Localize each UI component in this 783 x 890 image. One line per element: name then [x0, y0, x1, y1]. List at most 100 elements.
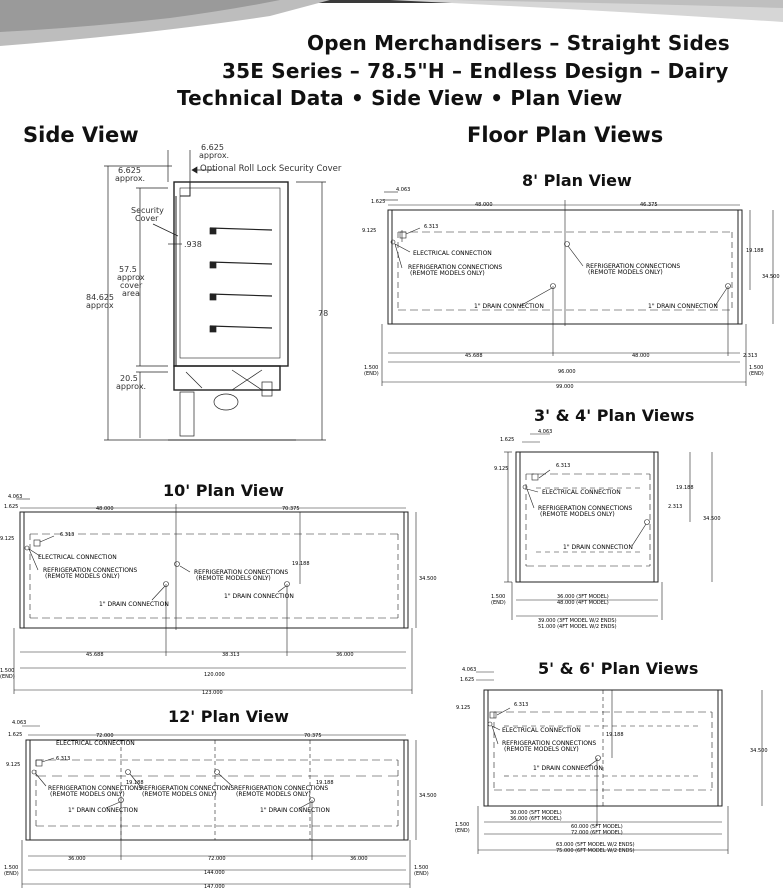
p8-1500r: 1.500 [749, 365, 763, 371]
p34-m4: 48.000 (4FT MODEL) [557, 600, 609, 606]
p8-99: 99.000 [556, 384, 574, 390]
p56-m6b: 72.000 (6FT MODEL) [571, 830, 623, 836]
p12-4063: 4.063 [12, 720, 26, 726]
p8-endl: (END) [364, 371, 379, 377]
p8-96: 96.000 [558, 369, 576, 375]
p10-345: 34.500 [419, 576, 437, 582]
p34-end: (END) [491, 600, 506, 606]
p56-6313: 6.313 [514, 702, 528, 708]
p10-refrig2: (REMOTE MODELS ONLY) [45, 573, 120, 580]
plan8-heading: 8' Plan View [522, 171, 632, 190]
p34-345: 34.500 [703, 516, 721, 522]
p10-refrig1: REFRIGERATION CONNECTIONS [43, 567, 137, 574]
plan56-diagram: 4.063 1.625 9.125 6.313 ELECTRICAL CONNE… [455, 667, 768, 854]
p12-refrig1a: REFRIGERATION CONNECTIONS [48, 785, 142, 792]
p10-1500: 1.500 [0, 668, 14, 674]
side-approx-c: approx. [116, 382, 146, 391]
p12-345: 34.500 [419, 793, 437, 799]
p10-6313: 6.313 [60, 532, 74, 538]
plan56-heading: 5' & 6' Plan Views [538, 659, 699, 678]
side-dim-6625-left: 6.625 [118, 166, 141, 175]
p12-refrig2b: (REMOTE MODELS ONLY) [142, 791, 217, 798]
p12-72b: 72.000 [208, 856, 226, 862]
p56-345: 34.500 [750, 748, 768, 754]
p12-9125: 9.125 [6, 762, 20, 768]
p12-6313: 6.313 [56, 756, 70, 762]
side-view-diagram: 6.625 approx. 6.625 approx. Optional Rol… [86, 143, 342, 441]
p10-70375: 70.375 [282, 506, 300, 512]
p12-endr: (END) [414, 871, 429, 877]
p10-38313: 38.313 [222, 652, 240, 658]
p8-refrig1b: REFRIGERATION CONNECTIONS [586, 263, 680, 270]
floor-plan-heading: Floor Plan Views [467, 123, 664, 147]
plan10-heading: 10' Plan View [163, 481, 284, 500]
p34-4063: 4.063 [538, 429, 552, 435]
side-approx-b: approx [86, 301, 114, 310]
p34-1625: 1.625 [500, 437, 514, 443]
side-approx-left: approx. [115, 174, 145, 183]
side-cover: Cover [135, 214, 159, 223]
p56-e6: 75.000 (6FT MODEL W/2 ENDS) [556, 848, 635, 854]
p8-6313: 6.313 [424, 224, 438, 230]
side-dim-78: 78 [318, 309, 328, 318]
p8-refrig2b: (REMOTE MODELS ONLY) [588, 269, 663, 276]
p34-1500: 1.500 [491, 594, 505, 600]
title-line-3: Technical Data • Side View • Plan View [177, 86, 623, 110]
p8-4063: 4.063 [396, 187, 410, 193]
p8-46375: 46.375 [640, 202, 658, 208]
side-area: area [122, 289, 140, 298]
p8-19188: 19.188 [746, 248, 764, 254]
p56-electrical: ELECTRICAL CONNECTION [502, 727, 581, 734]
p56-1625: 1.625 [460, 677, 474, 683]
p10-refrig1b: REFRIGERATION CONNECTIONS [194, 569, 288, 576]
p8-refrig2: (REMOTE MODELS ONLY) [410, 270, 485, 277]
p56-refrig2: (REMOTE MODELS ONLY) [504, 746, 579, 753]
p12-drain-b: 1" DRAIN CONNECTION [260, 807, 330, 814]
p34-drain: 1" DRAIN CONNECTION [563, 544, 633, 551]
p34-e4: 51.000 (4FT MODEL W/2 ENDS) [538, 624, 617, 630]
p34-19188: 19.188 [676, 485, 694, 491]
p12-72: 72.000 [96, 733, 114, 739]
p12-144: 144.000 [204, 870, 225, 876]
p10-36: 36.000 [336, 652, 354, 658]
side-cover-note: Optional Roll Lock Security Cover [200, 164, 342, 174]
p8-9125: 9.125 [362, 228, 376, 234]
p10-1625: 1.625 [4, 504, 18, 510]
p56-m6: 36.000 (6FT MODEL) [510, 816, 562, 822]
p12-70375: 70.375 [304, 733, 322, 739]
p10-9125: 9.125 [0, 536, 14, 542]
p10-48: 48.000 [96, 506, 114, 512]
p10-123: 123.000 [202, 690, 223, 696]
p8-drain-b: 1" DRAIN CONNECTION [648, 303, 718, 310]
p12-36a: 36.000 [68, 856, 86, 862]
p8-345: 34.500 [762, 274, 780, 280]
p10-drain-a: 1" DRAIN CONNECTION [99, 601, 169, 608]
side-approx-a: approx [117, 273, 145, 282]
p34-refrig2: (REMOTE MODELS ONLY) [540, 511, 615, 518]
p12-electrical: ELECTRICAL CONNECTION [56, 740, 135, 747]
side-dim-575: 57.5 [119, 265, 137, 274]
title-line-1: Open Merchandisers – Straight Sides [307, 31, 730, 55]
p12-1500l: 1.500 [4, 865, 18, 871]
plan34-diagram: 4.063 1.625 9.125 6.313 ELECTRICAL CONNE… [491, 429, 721, 630]
p10-electrical: ELECTRICAL CONNECTION [38, 554, 117, 561]
p56-refrig1: REFRIGERATION CONNECTIONS [502, 740, 596, 747]
p12-refrig2a: (REMOTE MODELS ONLY) [50, 791, 125, 798]
p8-48b: 48.000 [632, 353, 650, 359]
p12-147: 147.000 [204, 884, 225, 890]
header-swoosh [0, 0, 783, 46]
p8-48: 48.000 [475, 202, 493, 208]
p12-refrig1c: REFRIGERATION CONNECTIONS [234, 785, 328, 792]
p56-e5: 63.000 (5FT MODEL W/2 ENDS) [556, 842, 635, 848]
side-view-heading: Side View [23, 123, 139, 147]
p56-19188: 19.188 [606, 732, 624, 738]
p12-19188b: 19.188 [316, 780, 334, 786]
plan12-diagram: 4.063 1.625 72.000 70.375 9.125 6.313 EL… [4, 720, 437, 890]
p8-2313: 2.313 [743, 353, 757, 359]
p12-drain-a: 1" DRAIN CONNECTION [68, 807, 138, 814]
side-dim-205: 20.5 [120, 374, 138, 383]
p10-45688: 45.688 [86, 652, 104, 658]
p12-1625: 1.625 [8, 732, 22, 738]
p10-4063: 4.063 [8, 494, 22, 500]
plan8-diagram: 4.063 1.625 48.000 46.375 9.125 6.313 EL… [362, 187, 780, 390]
